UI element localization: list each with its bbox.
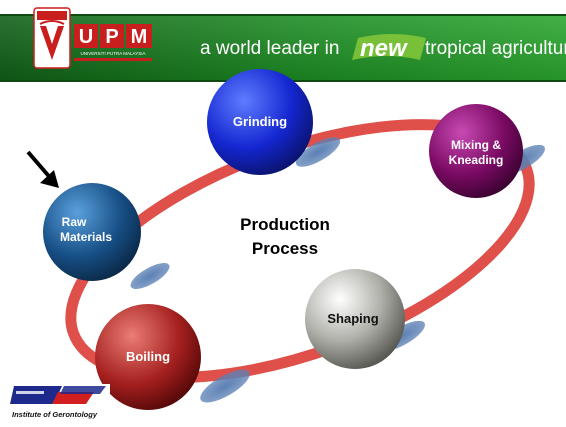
center-title-line1: Production — [240, 215, 330, 234]
svg-text:U: U — [79, 26, 93, 48]
sphere-shaping — [305, 269, 405, 369]
arrow-down-right-icon — [26, 150, 59, 188]
label-grinding: Grinding — [233, 114, 287, 129]
tagline-left: a world leader in — [200, 38, 339, 59]
label-kneading: Kneading — [449, 153, 504, 167]
upm-logo: U P M UNIVERSITI PUTRA MALAYSIA — [74, 24, 152, 61]
institute-name: Institute of Gerontology — [12, 410, 98, 419]
shadow-boiling — [200, 369, 250, 403]
label-shaping: Shaping — [327, 311, 378, 326]
sphere-mixing — [429, 104, 523, 198]
svg-text:M: M — [131, 26, 148, 48]
shadow-raw-materials — [130, 263, 170, 289]
svg-text:P: P — [105, 26, 118, 48]
upm-crest-icon — [33, 7, 71, 69]
sphere-boiling — [95, 304, 201, 410]
tagline-right: tropical agriculture — [425, 38, 566, 59]
header-banner: U P M UNIVERSITI PUTRA MALAYSIA a world … — [0, 0, 566, 82]
new-swoosh-icon — [352, 34, 426, 60]
shadow-grinding — [295, 137, 341, 167]
label-materials: Materials — [60, 230, 112, 244]
label-mixing: Mixing & — [451, 138, 501, 152]
sphere-grinding — [207, 69, 313, 175]
tagline-new: new — [360, 35, 408, 62]
institute-logo — [10, 384, 110, 404]
sphere-raw-materials — [43, 183, 141, 281]
center-title-line2: Process — [252, 239, 318, 258]
label-boiling: Boiling — [126, 349, 170, 364]
label-raw: Raw — [62, 215, 87, 229]
svg-text:UNIVERSITI PUTRA MALAYSIA: UNIVERSITI PUTRA MALAYSIA — [81, 51, 146, 56]
